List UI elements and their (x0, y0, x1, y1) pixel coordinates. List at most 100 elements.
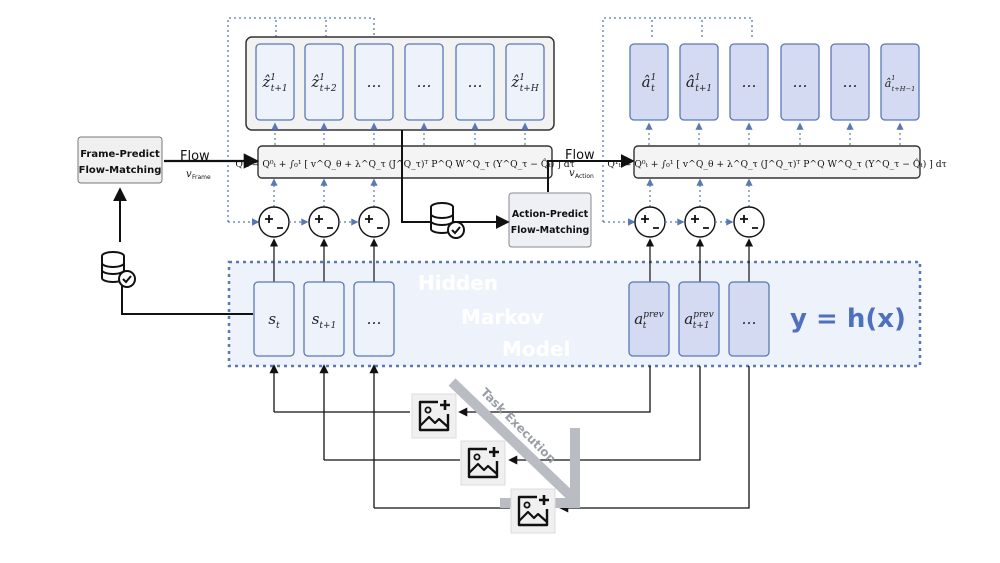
y-equation: y = h(x) (790, 304, 906, 334)
frame-pred-cell-3-label: … (417, 73, 432, 91)
action-pred-cell-3: … (780, 43, 820, 121)
sum-node-2 (358, 206, 390, 238)
flow-action-arrow (547, 154, 635, 192)
state-cell-0: st (253, 281, 295, 357)
flow-action-label: Flow (565, 148, 595, 163)
task-execution-arrow (448, 378, 581, 506)
state-cell-1: st+1 (303, 281, 345, 357)
state-cell-1-box (303, 281, 345, 357)
action-pred-cell-4-box (830, 43, 870, 121)
action-pred-cell-4-label: … (843, 73, 858, 91)
frame-predict-line1: Frame-Predict (80, 149, 160, 160)
action-pred-cell-2: … (729, 43, 769, 121)
action-feedback-loop (602, 17, 753, 222)
sum-node-4 (684, 206, 716, 238)
database-check-icon-left (101, 251, 136, 288)
sum-sign-5 (740, 215, 758, 229)
action-pred-cell-2-box (729, 43, 769, 121)
frame-pred-cell-4: … (455, 43, 495, 121)
flow-frame-v: v (186, 169, 192, 180)
sum-nodes (258, 178, 765, 282)
frame-pred-cell-5-box (505, 43, 545, 121)
sum-node-1 (308, 206, 340, 238)
frame-pred-cell-4-label: … (468, 73, 483, 91)
state-cell-2-box (353, 281, 395, 357)
action-pred-cell-2-label: … (742, 73, 757, 91)
action-pred-cell-4: … (830, 43, 870, 121)
frame-pred-cell-3-box (404, 43, 444, 121)
action-pred-cell-1-box (679, 43, 719, 121)
frame-pred-cell-4-box (455, 43, 495, 121)
flow-frame-sub: Frame (192, 174, 211, 181)
frame-pred-cell-2-label: … (367, 73, 382, 91)
prev-action-cell-2: … (728, 281, 770, 357)
action-predict-line2: Flow-Matching (511, 225, 590, 236)
sum-sign-3 (641, 215, 659, 229)
bottom-feedback (269, 364, 750, 513)
state-cell-1-label: st+1 (312, 310, 337, 331)
sum-sign-1 (315, 215, 333, 229)
hmm-to-db-line (121, 286, 253, 315)
action-pred-cell-3-label: … (793, 73, 808, 91)
prev-action-cell-0-box (628, 281, 670, 357)
sum-sign-0 (265, 215, 283, 229)
sum-node-5 (733, 206, 765, 238)
database-check-icon (430, 202, 465, 239)
image-add-icons (411, 393, 556, 534)
prev-action-cell-2-box (728, 281, 770, 357)
hmm-word-markov: Markov (461, 305, 544, 329)
image-add-icon-1 (460, 440, 506, 486)
frame-pred-cell-1-box (304, 43, 344, 121)
sum-sign-2 (365, 215, 383, 229)
hmm-word-hidden: Hidden (418, 271, 498, 295)
action-pred-cell-3-box (780, 43, 820, 121)
flow-action-v: v (569, 168, 575, 179)
action-pred-cell-5-box (880, 43, 920, 121)
frame-pred-cell-3: … (404, 43, 444, 121)
equation-frame: Q¹ₜ = Q⁰ₜ + ∫₀¹ [ v^Q_θ + λ^Q_τ (J^Q_τ)ᵀ… (235, 158, 574, 170)
frame-predict-box (77, 136, 163, 184)
sum-node-3 (634, 206, 666, 238)
action-pred-cell-0-box (629, 43, 669, 121)
prev-action-cell-2-label: … (742, 310, 757, 328)
image-add-icon-0 (411, 393, 457, 439)
sum-sign-4 (691, 215, 709, 229)
prev-action-cell-1-box (678, 281, 720, 357)
frame-predict-line2: Flow-Matching (79, 165, 162, 176)
hmm-word-model: Model (502, 337, 570, 361)
state-cell-2-label: … (367, 310, 382, 328)
action-predict-box (508, 192, 592, 248)
frame-pred-cell-0-box (255, 43, 295, 121)
container-to-action-arrow (401, 130, 510, 229)
update-arrows (271, 122, 904, 145)
state-cell-0-label: st (268, 310, 280, 331)
flow-action-sub: Action (575, 173, 594, 180)
sum-node-0 (258, 206, 290, 238)
equation-action: Q¹ₜ = Q⁰ₜ + ∫₀¹ [ v^Q_θ + λ^Q_τ (J^Q_τ)ᵀ… (607, 158, 946, 170)
state-cell-0-box (253, 281, 295, 357)
image-add-icon-2 (510, 488, 556, 534)
frame-pred-cell-2: … (354, 43, 394, 121)
frame-feedback-loop (227, 17, 375, 222)
